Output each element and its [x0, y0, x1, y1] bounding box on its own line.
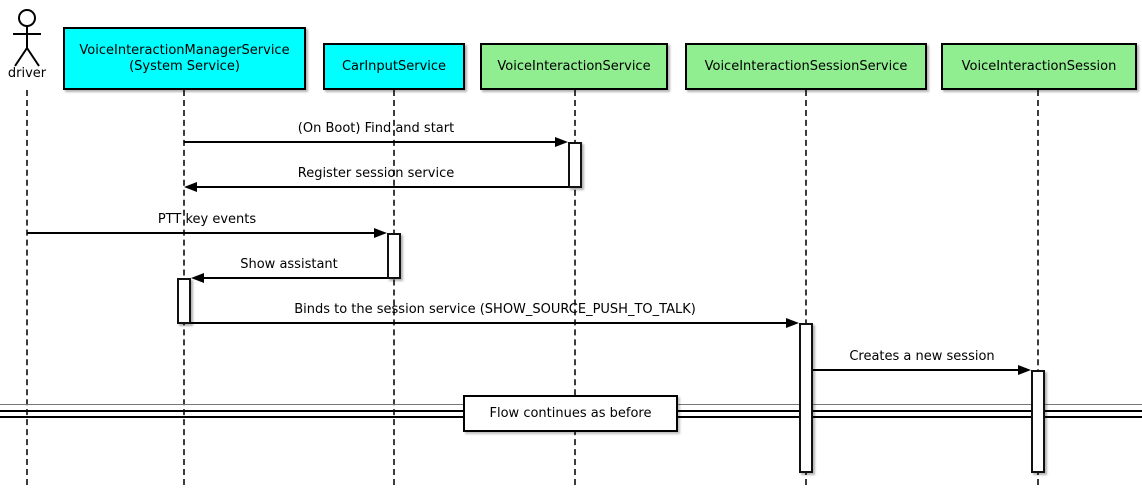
- arrowhead-right-icon: [786, 318, 799, 328]
- arrowhead-right-icon: [555, 137, 568, 147]
- lifeline-driver: [26, 90, 28, 485]
- message-label: (On Boot) Find and start: [297, 121, 455, 136]
- message-line: [27, 232, 375, 234]
- lifeline-carinputservice: [393, 90, 395, 485]
- activation-voiceinteractionsessionservice: [799, 323, 813, 473]
- arrowhead-left-icon: [184, 182, 197, 192]
- arrowhead-right-icon: [374, 228, 387, 238]
- message-label: Register session service: [297, 166, 455, 181]
- participant-sublabel: (System Service): [129, 58, 240, 74]
- message-line: [191, 322, 786, 324]
- activation-voiceinteractionmanagerservice: [177, 278, 191, 324]
- message-label: PTT key events: [157, 212, 257, 227]
- lifeline-voiceinteractionsessionservice: [805, 90, 807, 485]
- message-line: [190, 186, 568, 188]
- message-label: Show assistant: [240, 257, 338, 272]
- divider-label-box: Flow continues as before: [463, 395, 678, 432]
- lifeline-voiceinteractionservice: [574, 90, 576, 485]
- message-line: [813, 369, 1018, 371]
- participant-voiceinteractionmanagerservice: VoiceInteractionManagerService (System S…: [63, 27, 306, 90]
- message-label: Binds to the session service (SHOW_SOURC…: [294, 302, 696, 317]
- lifeline-voiceinteractionsession: [1037, 90, 1039, 485]
- participant-voiceinteractionsessionservice: VoiceInteractionSessionService: [685, 43, 927, 90]
- message-line: [184, 141, 556, 143]
- participant-label: VoiceInteractionSessionService: [704, 58, 908, 74]
- actor-label: driver: [7, 66, 47, 81]
- activation-voiceinteractionsession: [1031, 370, 1045, 473]
- participant-label: CarInputService: [341, 58, 447, 74]
- arrowhead-right-icon: [1018, 365, 1031, 375]
- participant-label: VoiceInteractionSession: [961, 58, 1117, 74]
- actor-stick-figure-icon: [13, 9, 41, 67]
- participant-voiceinteractionservice: VoiceInteractionService: [480, 43, 668, 90]
- activation-carinputservice: [387, 233, 401, 279]
- arrowhead-left-icon: [191, 273, 204, 283]
- participant-label: VoiceInteractionService: [497, 58, 651, 74]
- participant-voiceinteractionsession: VoiceInteractionSession: [941, 43, 1137, 90]
- participant-label: VoiceInteractionManagerService: [79, 42, 290, 58]
- participant-carinputservice: CarInputService: [323, 43, 465, 90]
- message-line: [197, 277, 387, 279]
- message-label: Creates a new session: [849, 349, 995, 364]
- activation-voiceinteractionservice: [568, 142, 582, 188]
- divider-label: Flow continues as before: [489, 406, 652, 421]
